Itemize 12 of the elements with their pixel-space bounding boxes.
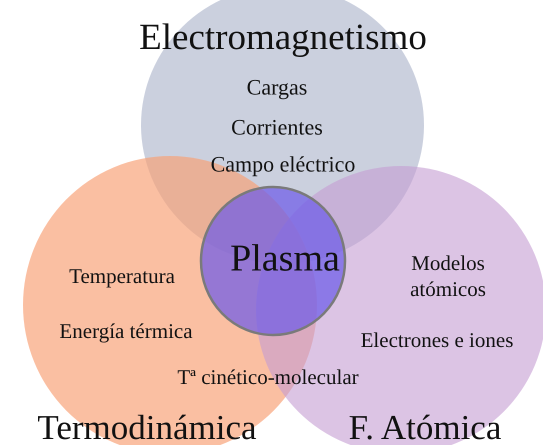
center-label: Plasma bbox=[230, 236, 340, 282]
circle-heading: F. Atómica bbox=[348, 407, 502, 445]
circle-heading: Termodinámica bbox=[37, 407, 257, 445]
circle-heading: Electromagnetismo bbox=[139, 16, 427, 60]
circle-item: Electrones e iones bbox=[360, 326, 514, 354]
circle-item: Temperatura bbox=[69, 262, 175, 290]
circle-item: Energía térmica bbox=[59, 318, 193, 344]
circle-item: Corrientes bbox=[231, 113, 323, 141]
circle-item: Cargas bbox=[246, 73, 308, 101]
circle-item: Modelos atómicos bbox=[409, 250, 487, 302]
circle-item: Tª cinético-molecular bbox=[177, 364, 359, 390]
circle-item: Campo eléctrico bbox=[210, 150, 356, 178]
